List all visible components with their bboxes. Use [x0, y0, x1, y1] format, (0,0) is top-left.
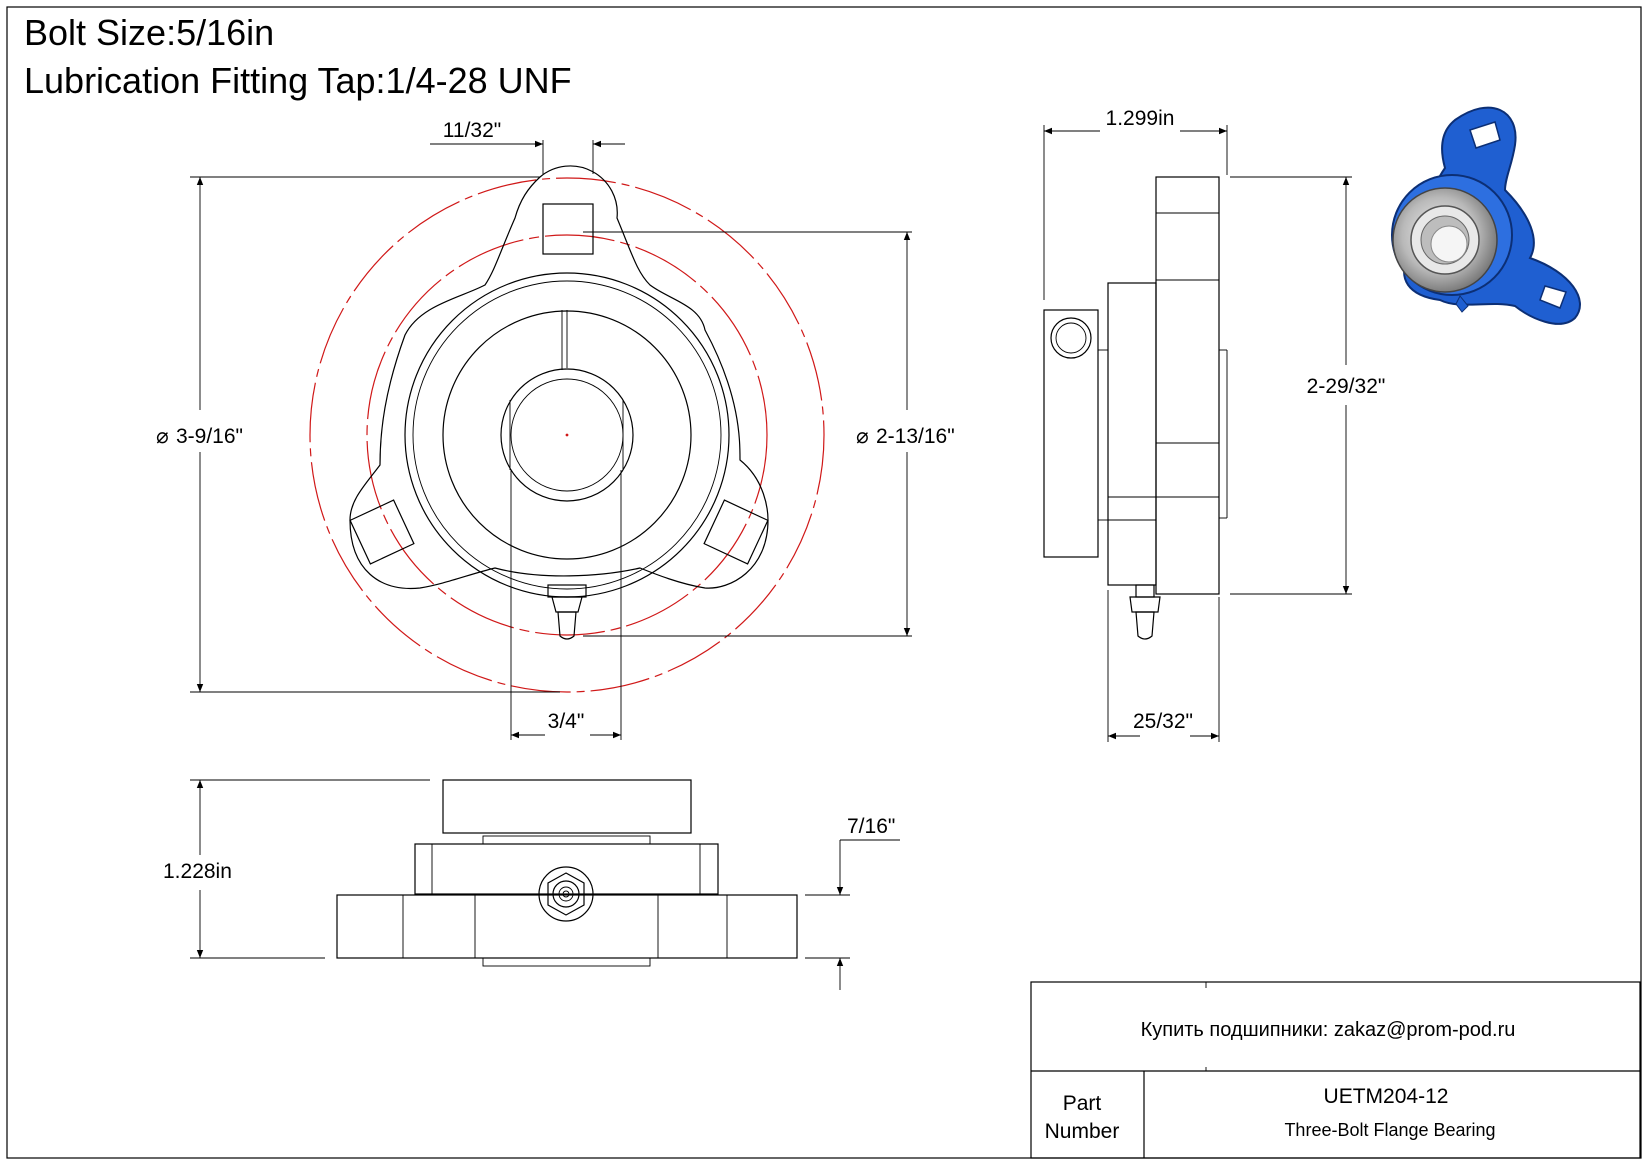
flange-thickness-label: 7/16": [847, 815, 895, 838]
boss-step: [1097, 349, 1109, 521]
diameter-symbol: ⌀: [156, 425, 169, 448]
set-screw-inner: [1055, 322, 1087, 354]
fitting-tap-note: Lubrication Fitting Tap:1/4-28 UNF: [24, 60, 572, 101]
contact-text: Купить подшипники: zakaz@prom-pod.ru: [1141, 1019, 1516, 1041]
housing-inner-ring: [412, 280, 722, 590]
fitting-nipple: [557, 611, 577, 640]
side-fitting-hex: [1129, 596, 1161, 613]
diameter-symbol-2: ⌀: [856, 425, 869, 448]
top-view: 11/32" ⌀ 3-9/16" ⌀ 2-13/16" 3/4": [156, 119, 955, 740]
bolt-hole-right: [703, 499, 769, 565]
front-height-label: 1.228in: [163, 860, 232, 883]
sheet-border: [6, 6, 1642, 1159]
side-depth-label: 25/32": [1133, 710, 1193, 733]
fitting-hex: [551, 596, 583, 613]
part-description: Three-Bolt Flange Bearing: [1284, 1120, 1495, 1140]
part-label-line1: Part: [1063, 1092, 1102, 1115]
side-fitting-nipple: [1135, 611, 1155, 640]
title-block-frame: [1030, 981, 1641, 1159]
bolt-hole-left: [349, 499, 415, 565]
title-block: Купить подшипники: zakaz@prom-pod.ru Par…: [1030, 981, 1641, 1159]
front-fitting-hex: [547, 872, 585, 916]
housing-bolt-hole-icon: [1469, 121, 1501, 149]
front-flange: [336, 894, 798, 959]
bolt-circle: [366, 234, 768, 636]
side-height-label: 2-29/32": [1307, 375, 1386, 398]
front-fitting-boss: [538, 866, 594, 922]
outer-diameter-label: 3-9/16": [176, 425, 243, 448]
front-seal: [482, 835, 651, 845]
front-collar: [442, 779, 692, 834]
bore-label: 3/4": [548, 710, 585, 733]
fitting-base: [547, 584, 587, 598]
slot-width-label: 11/32": [443, 119, 501, 142]
front-view: 1.228in 7/16": [163, 779, 900, 990]
part-label-line2: Number: [1045, 1120, 1120, 1143]
side-fitting-base: [1135, 584, 1155, 598]
side-view: 1.299in 2-29/32" 25/32": [1043, 107, 1386, 742]
locking-collar: [1043, 309, 1099, 558]
flange-housing-outline: [349, 165, 769, 590]
housing-boss: [1107, 282, 1157, 586]
center-mark: [565, 433, 569, 437]
front-seal-bottom: [482, 957, 651, 967]
part-number: UETM204-12: [1324, 1085, 1449, 1108]
flange-plate: [1155, 176, 1220, 595]
bearing-3d-illustration: [1391, 106, 1581, 325]
set-screw-outer: [1050, 317, 1092, 359]
side-width-label: 1.299in: [1106, 107, 1175, 130]
bolt-circle-label: 2-13/16": [876, 425, 955, 448]
outer-diameter-circle: [309, 177, 825, 693]
bolt-size-note: Bolt Size:5/16in: [24, 12, 275, 53]
collar-ring: [500, 368, 634, 502]
bolt-hole-top: [542, 203, 594, 255]
front-housing-top: [414, 843, 719, 895]
